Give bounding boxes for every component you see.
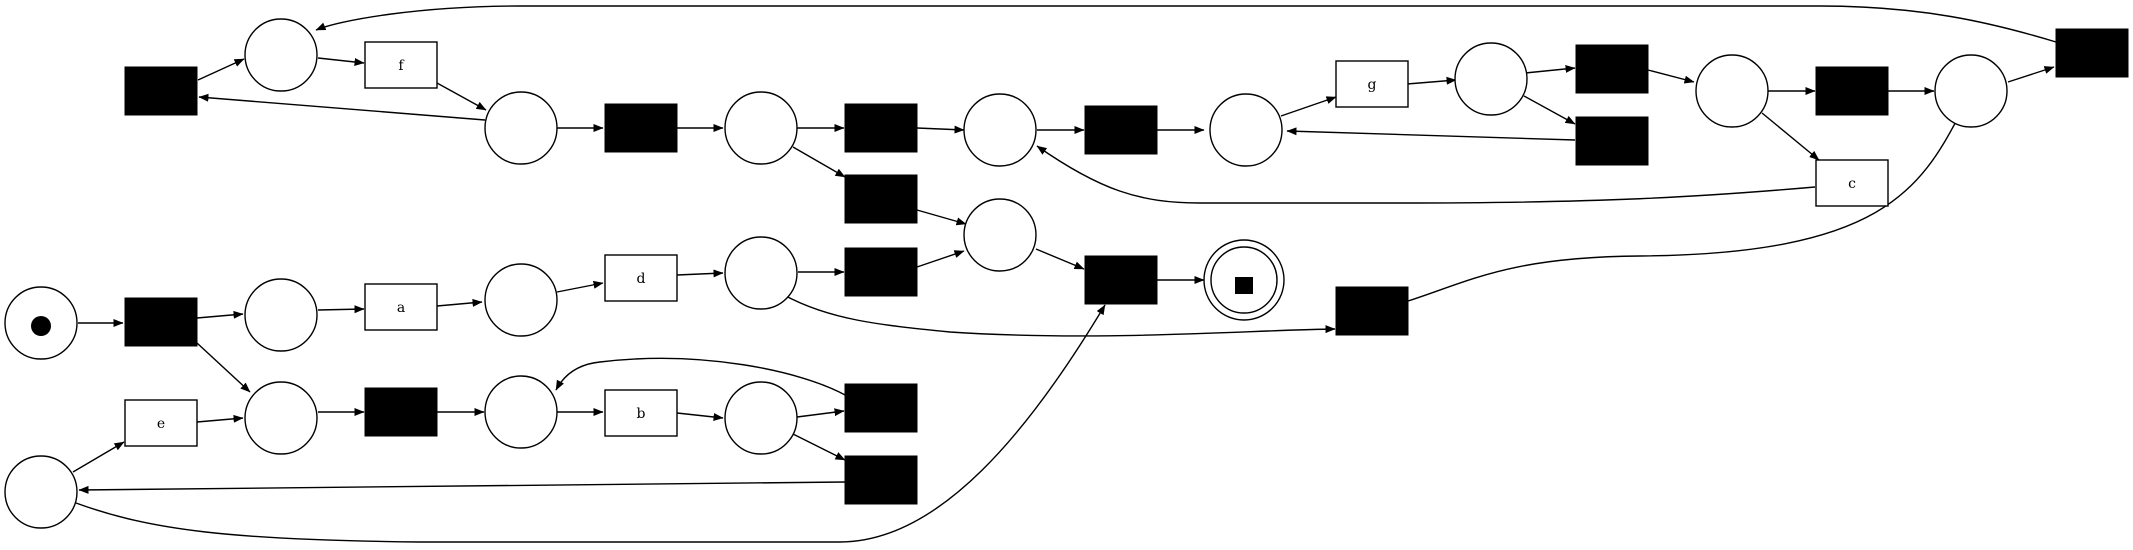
place (724, 91, 798, 165)
silent-transition (844, 383, 918, 433)
silent-transition (604, 103, 678, 153)
place (1209, 93, 1283, 167)
arc (555, 357, 848, 397)
transition-c: c (1815, 159, 1889, 207)
arc (1761, 112, 1820, 161)
silent-transition (1084, 105, 1158, 155)
place (244, 278, 318, 352)
arc (1280, 96, 1337, 117)
arc (556, 280, 604, 293)
transition-label: a (397, 300, 405, 316)
place (484, 375, 558, 449)
arc (317, 57, 365, 66)
token-icon (31, 316, 51, 336)
arc (315, 5, 2057, 43)
arc (72, 441, 125, 473)
start-place (4, 286, 78, 360)
arc (916, 125, 965, 134)
arc (196, 414, 244, 423)
transition-b: b (604, 389, 678, 437)
silent-transition (2055, 28, 2129, 78)
arc (916, 250, 965, 268)
arc (196, 310, 244, 319)
arc (197, 58, 245, 81)
place (4, 455, 78, 529)
silent-transition (844, 247, 918, 297)
silent-transition (1575, 44, 1649, 94)
transition-label: e (157, 416, 165, 432)
silent-transition (364, 387, 438, 437)
transition-label: g (1368, 77, 1377, 93)
arc (196, 342, 251, 393)
arcs (72, 5, 2057, 543)
final-place (1203, 239, 1285, 321)
arc (1647, 69, 1695, 84)
silent-transition (1335, 286, 1409, 336)
place (484, 263, 558, 337)
arc (796, 408, 845, 418)
silent-transition (1815, 66, 1889, 116)
place (963, 198, 1037, 272)
arc (1406, 76, 1457, 85)
place (484, 91, 558, 165)
transition-a: a (364, 283, 438, 331)
place (1934, 54, 2008, 128)
arc (78, 481, 846, 494)
transition-label: f (398, 58, 405, 74)
silent-transition (844, 455, 918, 505)
silent-transition (124, 297, 198, 347)
arc (436, 298, 483, 307)
arc (2007, 66, 2055, 83)
arc (1036, 145, 1816, 204)
silent-transition (1575, 116, 1649, 166)
place (724, 236, 798, 310)
place (724, 381, 798, 455)
transition-label: c (1848, 176, 1856, 192)
arc (1407, 113, 1961, 302)
final-marker-icon (1235, 277, 1253, 294)
arc (1035, 248, 1085, 270)
arc (792, 146, 846, 178)
places (4, 18, 2008, 529)
place (244, 381, 318, 455)
transition-label: b (637, 406, 646, 422)
arc (1524, 64, 1576, 74)
arc (676, 412, 724, 421)
arc (317, 305, 365, 314)
arc (792, 433, 846, 461)
arc (783, 294, 1336, 337)
transition-d: d (604, 254, 678, 302)
place (1454, 42, 1528, 116)
transition-g: g (1335, 60, 1409, 108)
place (244, 18, 318, 92)
arc (676, 269, 724, 278)
labeled-transitions: a b c d e f g (124, 41, 1889, 447)
arc (436, 82, 487, 111)
arc (1523, 95, 1576, 125)
silent-transition (844, 174, 918, 224)
arc (1286, 127, 1576, 141)
silent-transitions (124, 28, 2129, 505)
arc (75, 304, 1106, 543)
silent-transition (1084, 255, 1158, 305)
transition-label: d (637, 271, 646, 287)
transition-e: e (124, 399, 198, 447)
arc (198, 93, 486, 121)
transition-f: f (364, 41, 438, 89)
arc (916, 209, 967, 226)
silent-transition (124, 66, 198, 116)
silent-transition (844, 103, 918, 153)
place (1695, 54, 1769, 128)
place (963, 93, 1037, 167)
